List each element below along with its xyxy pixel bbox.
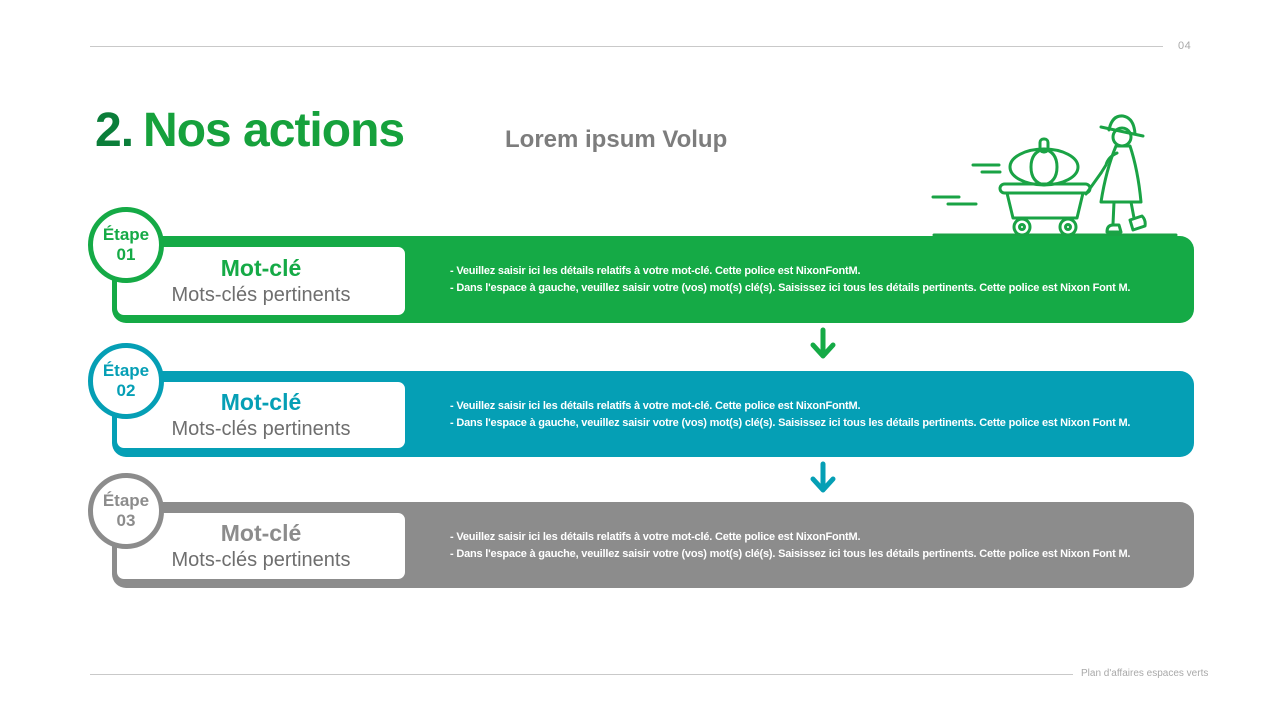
footer-text: Plan d'affaires espaces verts: [1081, 668, 1209, 679]
badge-label: Étape: [102, 491, 150, 511]
badge-label: Étape: [102, 361, 150, 381]
step-badge-3: Étape 03: [88, 473, 164, 549]
step-row-2: - Veuillez saisir ici les détails relati…: [88, 343, 1194, 460]
step-badge-1: Étape 01: [88, 207, 164, 283]
gardener-icon: [1099, 114, 1147, 234]
down-arrow-icon: [808, 327, 838, 363]
detail-line-1: - Veuillez saisir ici les détails relati…: [450, 530, 861, 543]
keyword-card: Mot-clé Mots-clés pertinents: [112, 377, 410, 453]
page-subtitle: Lorem ipsum Volup: [505, 126, 728, 153]
page-number: 04: [1178, 40, 1192, 52]
keyword-title: Mot-clé: [220, 520, 302, 546]
keyword-subtitle: Mots-clés pertinents: [171, 549, 351, 571]
down-arrow-icon: [808, 461, 838, 497]
page-title-text: Nos actions: [143, 104, 405, 157]
cart-icon: [998, 171, 1103, 237]
keyword-card: Mot-clé Mots-clés pertinents: [112, 242, 410, 320]
badge-label: Étape: [102, 225, 150, 245]
step-row-1: - Veuillez saisir ici les détails relati…: [88, 207, 1194, 324]
speed-lines-icon: [931, 163, 1002, 206]
detail-line-2: - Dans l'espace à gauche, veuillez saisi…: [450, 282, 1131, 294]
keyword-subtitle: Mots-clés pertinents: [171, 284, 351, 306]
keyword-subtitle: Mots-clés pertinents: [171, 418, 351, 440]
pumpkin-icon: [1008, 137, 1080, 187]
bottom-divider: [90, 674, 1073, 675]
detail-line-1: - Veuillez saisir ici les détails relati…: [450, 265, 861, 277]
page-title: 2.Nos actions: [95, 103, 405, 158]
detail-line-1: - Veuillez saisir ici les détails relati…: [450, 399, 861, 412]
detail-line-2: - Dans l'espace à gauche, veuillez saisi…: [450, 416, 1131, 429]
badge-number: 03: [116, 511, 136, 530]
step-detail-text: - Veuillez saisir ici les détails relati…: [450, 371, 1180, 457]
badge-number: 01: [116, 245, 136, 264]
step-row-3: - Veuillez saisir ici les détails relati…: [88, 473, 1194, 590]
step-detail-text: - Veuillez saisir ici les détails relati…: [450, 236, 1180, 323]
badge-number: 02: [116, 381, 136, 400]
top-divider: [90, 46, 1163, 47]
detail-line-2: - Dans l'espace à gauche, veuillez saisi…: [450, 547, 1131, 560]
gardener-cart-illustration: [930, 108, 1180, 238]
step-detail-text: - Veuillez saisir ici les détails relati…: [450, 502, 1180, 588]
keyword-title: Mot-clé: [220, 389, 302, 415]
page-title-number: 2.: [95, 104, 134, 157]
step-badge-2: Étape 02: [88, 343, 164, 419]
keyword-title: Mot-clé: [220, 255, 302, 281]
